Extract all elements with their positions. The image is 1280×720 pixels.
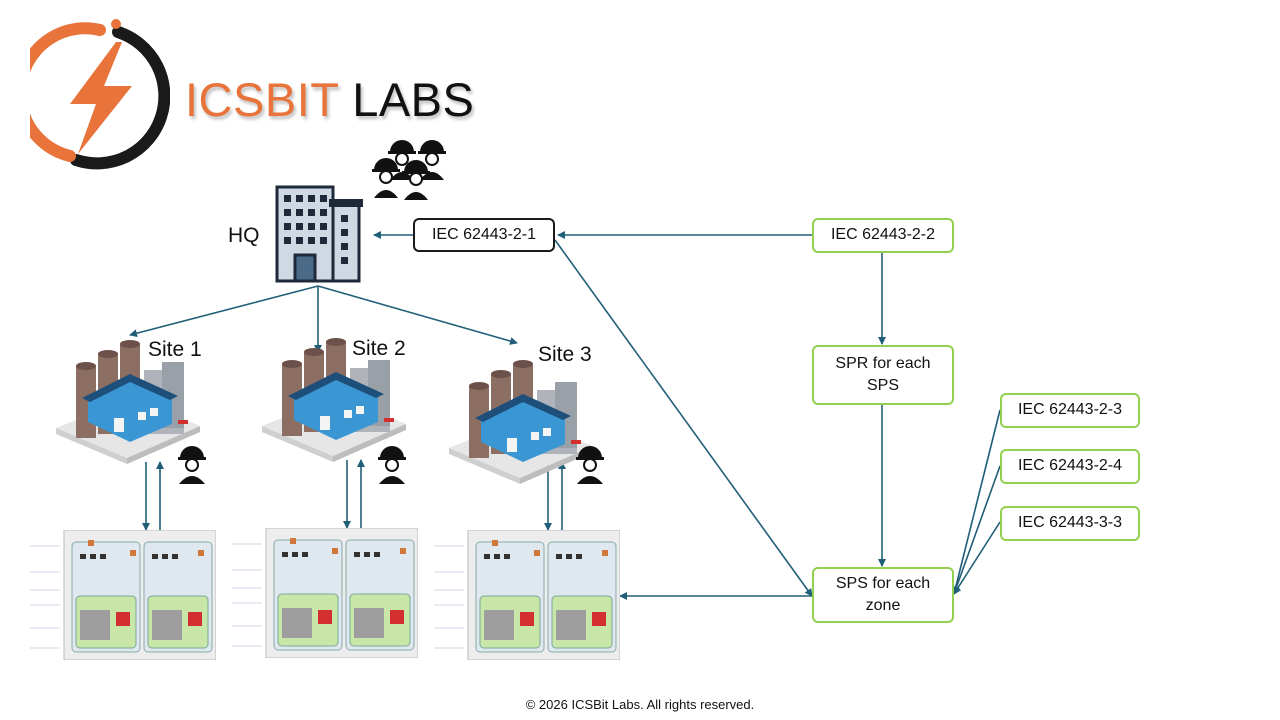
iec-62443-2-1-label: IEC 62443-2-1: [431, 225, 537, 243]
copyright-footer: © 2026 ICSBit Labs. All rights reserved.: [525, 697, 755, 712]
lightning-logo-icon: [30, 19, 170, 170]
iec-62443-3-3-label: IEC 62443-3-3: [1017, 514, 1123, 532]
worker-group-icon: [372, 140, 446, 200]
brand-name-part1: ICSBIT: [185, 73, 339, 126]
factory-icon: [262, 338, 406, 462]
iec-62443-2-2-box: IEC 62443-2-2: [812, 218, 954, 253]
spr-label-line1: SPR for each: [835, 354, 931, 372]
worker-icon: [378, 446, 406, 484]
spr-label-line2: SPS: [866, 377, 899, 394]
iec-62443-3-3-box: IEC 62443-3-3: [1000, 506, 1140, 541]
iec-62443-2-1-box: IEC 62443-2-1: [413, 218, 555, 252]
iec-62443-2-2-label: IEC 62443-2-2: [830, 226, 936, 244]
sps-label-line1: SPS for each: [835, 574, 931, 592]
sps-box: SPS for each zone: [812, 567, 954, 623]
site3-label: Site 3: [538, 343, 592, 366]
building-icon: [275, 185, 363, 283]
factory-icon: [449, 360, 593, 484]
network-zone-diagram: [232, 528, 418, 658]
network-zone-diagram: [434, 530, 620, 660]
iec-62443-2-3-box: IEC 62443-2-3: [1000, 393, 1140, 428]
iec-62443-2-3-label: IEC 62443-2-3: [1017, 401, 1123, 419]
iec-62443-2-4-label: IEC 62443-2-4: [1017, 457, 1123, 475]
sps-label-line2: zone: [865, 597, 901, 614]
spr-box: SPR for each SPS: [812, 345, 954, 405]
hq-label: HQ: [228, 224, 260, 247]
site2-label: Site 2: [352, 337, 406, 360]
factory-icon: [56, 340, 200, 464]
worker-icon: [178, 446, 206, 484]
site1-label: Site 1: [148, 338, 202, 361]
brand-name: ICSBIT LABS: [185, 72, 474, 127]
worker-icon: [576, 446, 604, 484]
network-zone-diagram: [30, 530, 216, 660]
brand-name-part2: LABS: [352, 73, 475, 126]
iec-62443-2-4-box: IEC 62443-2-4: [1000, 449, 1140, 484]
